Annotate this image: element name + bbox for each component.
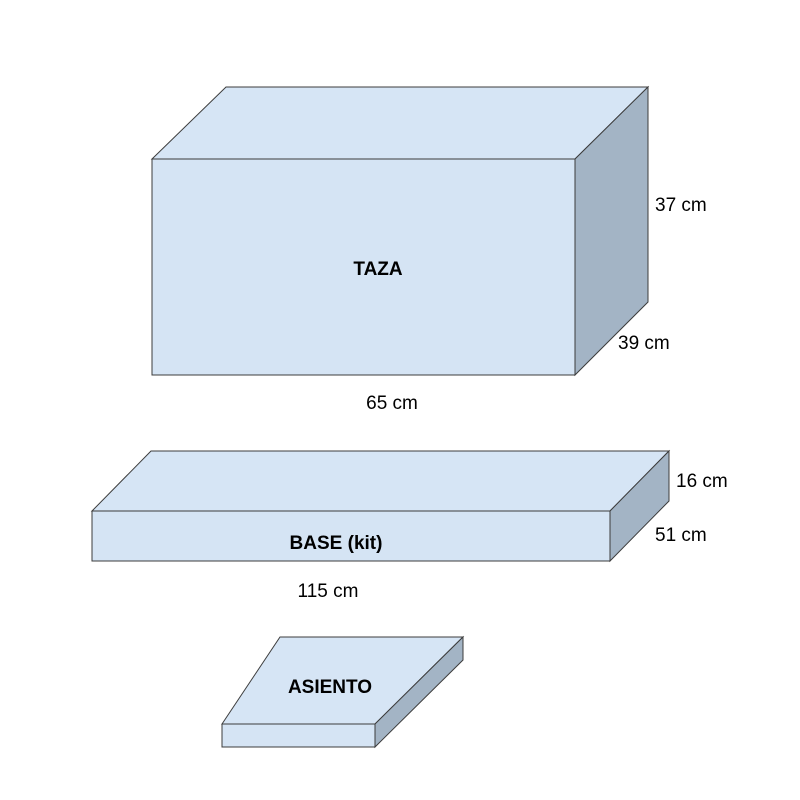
taza-width-label: 65 cm [366, 393, 418, 414]
base-depth-label: 51 cm [655, 525, 707, 546]
taza-height-label: 37 cm [655, 195, 707, 216]
base-top-face [90, 450, 671, 512]
taza-top-face [150, 86, 650, 160]
asiento-box [221, 635, 465, 749]
taza-box [150, 85, 650, 377]
base-width-label: 115 cm [298, 581, 359, 602]
base-height-label: 16 cm [676, 471, 728, 492]
base-label: BASE (kit) [290, 533, 383, 554]
taza-front-face [151, 158, 576, 376]
asiento-label: ASIENTO [288, 677, 372, 698]
base-front-face [91, 510, 611, 562]
taza-label: TAZA [353, 259, 403, 280]
asiento-front-face [221, 723, 376, 748]
taza-depth-label: 39 cm [618, 333, 670, 354]
base-box [90, 449, 671, 563]
